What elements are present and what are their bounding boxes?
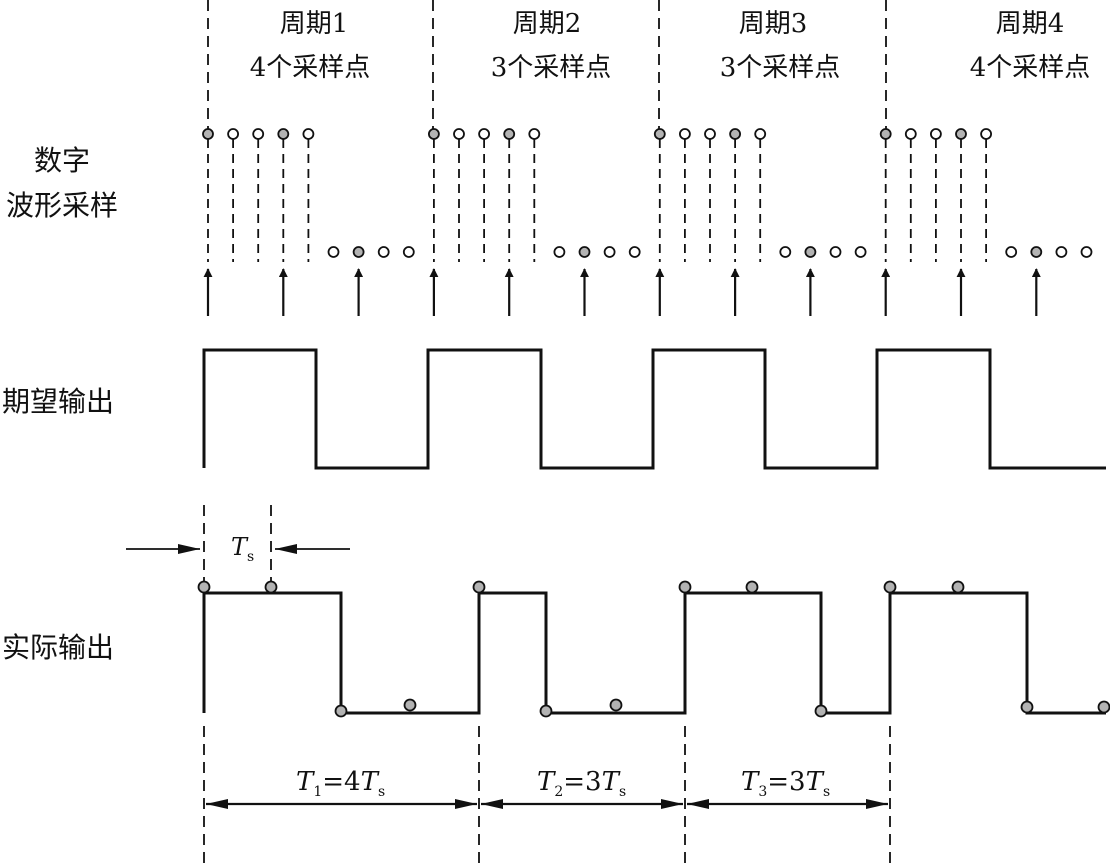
- row-label-actual: 实际输出: [2, 631, 114, 664]
- interval-label-2: T2=3Ts: [537, 767, 626, 800]
- actual-sample-dot: [678, 580, 692, 594]
- period-4-title: 周期4: [996, 9, 1065, 39]
- period-headers: 周期1 4个采样点 周期2 3个采样点 周期3 3个采样点 周期4 4个采样点: [250, 9, 1091, 83]
- sample-point: [302, 128, 315, 140]
- row-label-expected: 期望输出: [2, 385, 114, 418]
- sample-point: [603, 246, 616, 258]
- sample-point: [904, 128, 917, 140]
- sampled-point: [277, 128, 290, 140]
- row-label-digital-line2: 波形采样: [6, 189, 118, 222]
- actual-sample-dot: [472, 580, 486, 594]
- sample-point: [628, 246, 641, 258]
- sample-point: [829, 246, 842, 258]
- sampled-point: [653, 128, 666, 140]
- sampled-point: [1030, 246, 1043, 258]
- digital-waveform-samples: [202, 128, 1093, 262]
- actual-sample-dot: [1020, 700, 1034, 714]
- actual-sample-dot: [609, 698, 623, 712]
- period-2-title: 周期2: [513, 9, 582, 39]
- period-boundaries-top: [207, 0, 887, 130]
- sample-point: [478, 128, 491, 140]
- sample-point: [553, 246, 566, 258]
- actual-sample-dot: [264, 580, 278, 594]
- row-label-digital-line1: 数字: [34, 144, 90, 177]
- actual-output-waveform: [202, 591, 1106, 715]
- expected-output-waveform: [202, 348, 1106, 470]
- sample-point: [327, 246, 340, 258]
- period-boundaries-bottom: [203, 726, 891, 867]
- sample-point: [980, 128, 992, 140]
- sample-point: [704, 128, 716, 140]
- sample-point: [930, 128, 942, 140]
- sample-point: [1080, 246, 1093, 258]
- sample-point: [754, 128, 767, 140]
- actual-sample-dot: [745, 580, 759, 594]
- sample-point: [1055, 246, 1068, 258]
- ts-label: Ts: [231, 533, 254, 565]
- period-1-samples: 4个采样点: [250, 53, 371, 83]
- sampled-point: [427, 128, 440, 140]
- period-3-samples: 3个采样点: [720, 53, 841, 83]
- sampled-point: [352, 246, 365, 258]
- sample-point: [453, 128, 465, 140]
- ts-dimension: Ts: [126, 505, 350, 590]
- sampled-point: [578, 246, 591, 258]
- actual-sample-dot: [197, 580, 211, 594]
- sample-point: [779, 246, 792, 258]
- sampled-point: [202, 128, 214, 140]
- sampling-instant-arrows: [203, 268, 1041, 316]
- sample-point: [227, 128, 240, 140]
- actual-sample-dot: [1097, 700, 1110, 714]
- sample-point: [252, 128, 265, 140]
- actual-sample-dot: [403, 698, 417, 712]
- actual-output-sample-dots: [197, 580, 1110, 718]
- interval-label-1: T1=4Ts: [296, 767, 385, 800]
- interval-label-3: T3=3Ts: [741, 767, 830, 800]
- sample-point: [528, 128, 541, 140]
- sampled-point: [503, 128, 516, 140]
- period-1-title: 周期1: [280, 9, 349, 39]
- sampled-point: [804, 246, 817, 258]
- actual-sample-dot: [951, 580, 965, 594]
- period-4-samples: 4个采样点: [970, 53, 1091, 83]
- sample-point: [854, 246, 867, 258]
- actual-sample-dot: [883, 580, 897, 594]
- sample-point: [402, 246, 415, 258]
- actual-sample-dot: [334, 704, 348, 718]
- sampled-point: [729, 128, 741, 140]
- period-3-title: 周期3: [739, 9, 808, 39]
- actual-sample-dot: [814, 704, 828, 718]
- sample-point: [377, 246, 390, 258]
- actual-sample-dot: [539, 704, 553, 718]
- sample-point: [679, 128, 691, 140]
- period-2-samples: 3个采样点: [491, 53, 612, 83]
- sample-point: [1005, 246, 1018, 258]
- sampled-point: [879, 128, 892, 140]
- sampled-point: [955, 128, 967, 140]
